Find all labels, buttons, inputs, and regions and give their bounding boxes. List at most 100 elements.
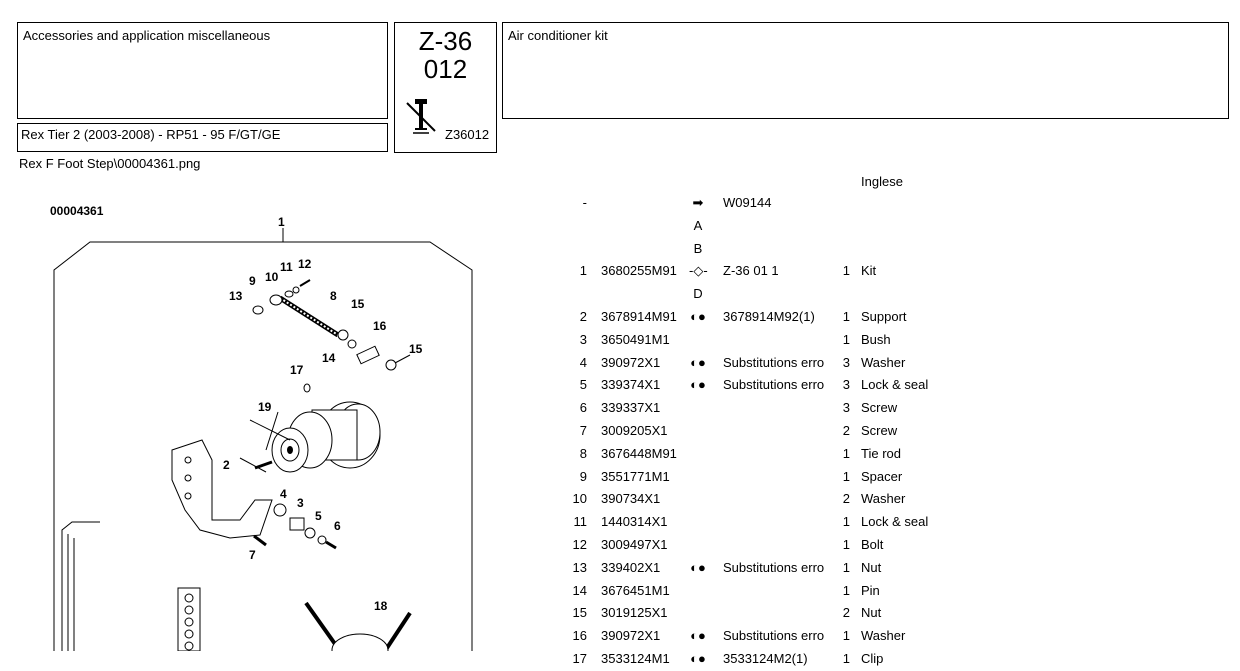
part-position: 13 [572,559,587,575]
callout-4: 4 [280,487,287,501]
part-number: 3680255M91 [601,263,677,279]
part-number: 390972X1 [601,354,661,370]
parts-row: 7 3009205X1 2 Screw [560,420,1240,443]
section-code-line1: Z-36 [418,26,473,56]
part-reference: W09144 [723,195,772,210]
part-position: 6 [579,400,587,416]
part-position: 16 [572,628,587,644]
model-box: Rex Tier 2 (2003-2008) - RP51 - 95 F/GT/… [17,123,388,152]
part-quantity: 1 [842,514,850,530]
part-status-icon: A [693,217,703,233]
part-status-icon: -◇- [689,263,708,279]
section-code-small: Z36012 [445,127,490,142]
exploded-parts-drawing: 00004361 1 2 3 4 5 6 7 8 9 10 11 12 13 1… [40,200,488,651]
drawing-id: 00004361 [50,204,104,218]
section-code: Z-36 012 [395,27,496,83]
part-quantity: 1 [842,582,850,598]
part-position: 1 [579,263,587,279]
parts-row: 8 3676448M91 1 Tie rod [560,443,1240,466]
part-quantity: 2 [842,491,850,507]
part-position: 8 [579,445,587,461]
part-description: Screw [861,422,898,438]
part-position: - [582,195,587,210]
callout-19: 19 [258,400,272,414]
part-status-icon: B [693,240,703,256]
part-status-icon: ◐● [690,628,706,644]
part-position: 7 [579,422,587,438]
parts-row: A [560,215,1240,238]
parts-row: -➡W09144 [560,192,1240,215]
part-description: Tie rod [861,445,901,461]
part-reference: Substitutions error [723,354,825,370]
part-quantity: 1 [842,445,850,461]
part-quantity: 1 [842,559,850,575]
image-path: Rex F Foot Step\00004361.png [19,156,201,171]
part-description: Support [861,308,907,324]
parts-row: B [560,238,1240,261]
part-status-icon: ◐● [690,650,706,666]
part-description: Lock & seal [861,377,929,393]
part-position: 10 [572,491,587,507]
group-title-box: Accessories and application miscellaneou… [17,22,388,119]
part-position: 9 [579,468,587,484]
part-number: 3650491M1 [601,331,670,347]
callout-11: 11 [280,260,293,274]
language-label: Inglese [861,174,903,189]
callout-1: 1 [278,215,285,229]
callout-15b: 15 [409,342,423,356]
part-number: 3019125X1 [601,605,668,621]
part-position: 14 [572,582,587,598]
part-number: 339402X1 [601,559,661,575]
callout-17: 17 [290,363,304,377]
part-quantity: 3 [842,354,850,370]
section-title: Air conditioner kit [508,28,608,43]
callout-10: 10 [265,270,279,284]
part-position: 11 [573,514,588,530]
part-quantity: 2 [842,422,850,438]
part-quantity: 1 [842,308,850,324]
part-reference: Z-36 01 1 [723,263,779,279]
part-number: 3009205X1 [601,422,668,438]
part-quantity: 1 [842,628,850,644]
part-position: 2 [579,308,587,324]
part-position: 17 [572,650,587,666]
part-number: 3676448M91 [601,445,677,461]
part-quantity: 1 [842,650,850,666]
part-number: 3678914M91 [601,308,677,324]
part-reference: 3533124M2(1) [723,650,808,666]
part-status-icon: ◐● [690,377,706,393]
part-position: 15 [572,605,587,621]
drawing-svg [53,228,473,651]
callout-7: 7 [249,548,256,562]
section-code-line2: 012 [423,54,468,84]
callout-8: 8 [330,289,337,303]
part-quantity: 3 [842,400,850,416]
part-description: Spacer [861,468,903,484]
part-number: 3009497X1 [601,536,668,552]
model-name: Rex Tier 2 (2003-2008) - RP51 - 95 F/GT/… [21,127,281,142]
part-number: 339374X1 [601,377,661,393]
part-position: 12 [572,536,587,552]
part-number: 3533124M1 [601,650,670,666]
hitch-tool-icon [406,99,436,134]
part-quantity: 1 [842,331,850,347]
part-description: Bolt [861,536,884,552]
parts-row: D [560,283,1240,306]
part-description: Washer [861,354,906,370]
part-quantity: 1 [842,468,850,484]
part-reference: Substitutions error [723,628,825,644]
callout-16: 16 [373,319,387,333]
callout-12: 12 [298,257,312,271]
